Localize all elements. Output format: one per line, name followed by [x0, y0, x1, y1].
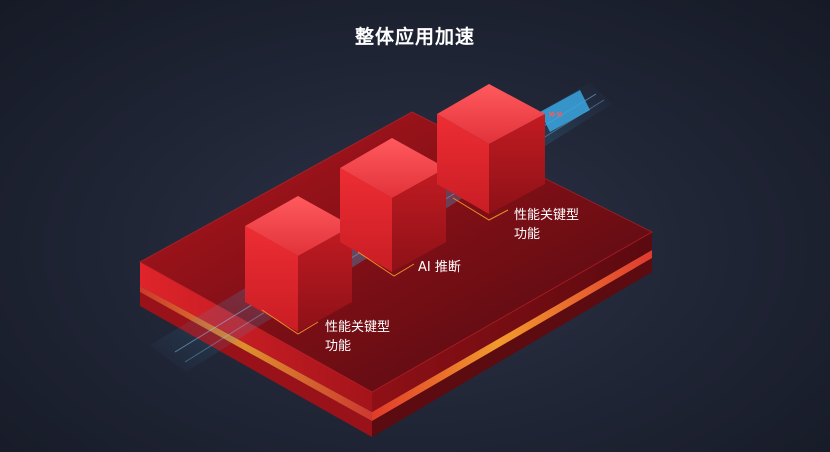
pipe-4: »»	[540, 90, 590, 132]
cube-performance-critical-2	[437, 84, 545, 214]
cube-ai-inference	[340, 138, 446, 272]
leader-lines	[261, 197, 509, 335]
chevron-icon: »»	[548, 107, 564, 121]
block-label-performance-critical-1: 性能关键型 功能	[325, 320, 391, 354]
block-label-ai-inference: AI 推断	[418, 260, 461, 275]
block-label-performance-critical-2: 性能关键型 功能	[514, 208, 580, 242]
diagram-title: 整体应用加速	[354, 26, 475, 48]
cube-performance-critical-1	[245, 196, 352, 332]
